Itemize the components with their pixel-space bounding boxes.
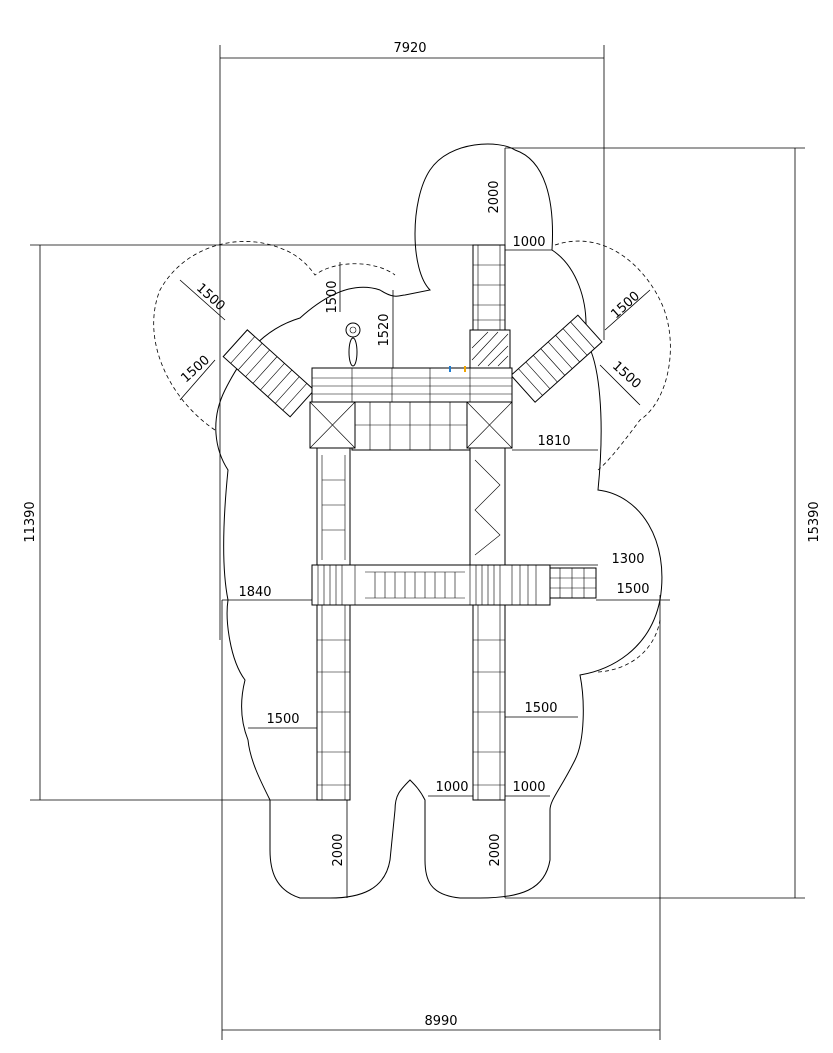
dim-left-slide-end: 2000 [331, 833, 346, 866]
bottom-right-zone-dashed [597, 619, 661, 673]
dim-top-ladder-side: 1000 [512, 235, 545, 250]
dim-overall-width-top: 7920 [393, 41, 426, 56]
slide-bottom-left [316, 604, 351, 801]
dim-swing-clearance: 1500 [325, 280, 340, 313]
swing-zone-dashed [153, 241, 396, 431]
safety-zone-outline [215, 143, 663, 899]
bottom-deck [311, 564, 597, 606]
dim-right-step-clearance: 1500 [616, 582, 649, 597]
dim-left-slide-gap: 1000 [435, 780, 468, 795]
dim-left-side: 1840 [238, 585, 271, 600]
top-deck [311, 366, 513, 451]
dim-overall-height-right: 15390 [807, 501, 822, 542]
dim-top-ladder-clearance: 2000 [487, 180, 502, 213]
diagonal-slide-left [222, 329, 315, 418]
dim-right-tower-side: 1810 [537, 434, 570, 449]
dim-right-slide-end: 2000 [488, 833, 503, 866]
tower-left [309, 401, 356, 566]
right-zone-dashed [554, 240, 671, 471]
diagonal-slide-right [510, 314, 603, 403]
dim-diag-left-outer: 1500 [193, 281, 228, 314]
spring-rider [345, 322, 361, 367]
tower-right [466, 401, 513, 566]
dim-overall-height-left: 11390 [23, 501, 38, 542]
dim-right-slide-side: 1500 [524, 701, 557, 716]
dim-diag-right-outer: 1500 [608, 289, 643, 322]
dim-overall-width-bottom: 8990 [424, 1014, 457, 1029]
top-ladder [469, 244, 511, 369]
dim-diag-right-side: 1500 [609, 359, 644, 392]
dimension-lines [30, 45, 805, 1040]
dim-left-slide-side: 1500 [266, 712, 299, 727]
dim-diag-left-side: 1500 [178, 353, 213, 386]
dim-right-slide-gap: 1000 [512, 780, 545, 795]
dim-deck-to-edge: 1520 [377, 313, 392, 346]
dim-right-step-length: 1300 [611, 552, 644, 567]
slide-bottom-right [472, 604, 506, 801]
